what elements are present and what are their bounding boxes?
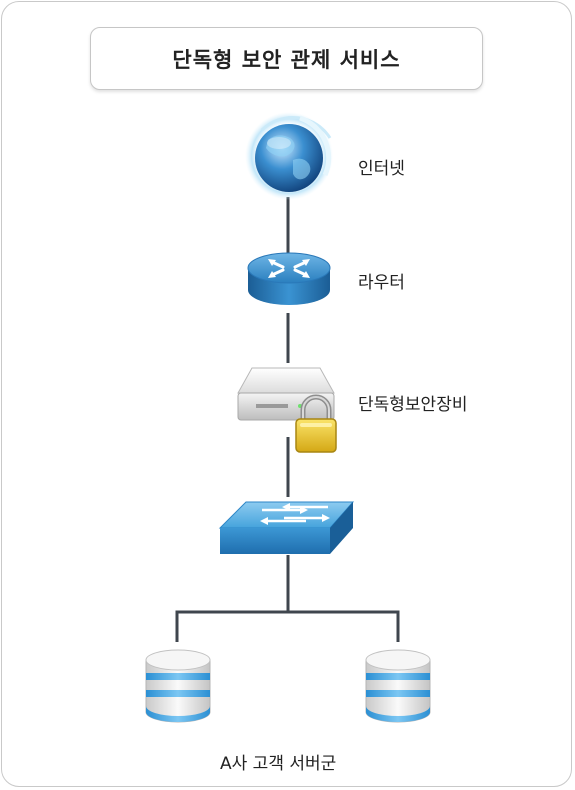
router-label: 라우터	[358, 273, 405, 293]
title-box: 단독형 보안 관제 서비스	[90, 27, 483, 90]
connection-lines	[175, 197, 400, 642]
security-appliance-icon	[237, 367, 337, 453]
diagram-title: 단독형 보안 관제 서비스	[172, 47, 401, 72]
switch-icon	[218, 501, 355, 554]
link-server-bus	[175, 610, 400, 642]
internet-label: 인터넷	[358, 159, 405, 179]
security-appliance-label: 단독형보안장비	[358, 395, 468, 415]
database-server-icon	[365, 649, 431, 723]
servers-label: A사 고객 서버군	[220, 754, 337, 774]
lock-icon	[295, 394, 337, 453]
database-server-icon	[145, 649, 211, 723]
router-icon	[247, 252, 331, 305]
globe-icon	[245, 112, 333, 200]
